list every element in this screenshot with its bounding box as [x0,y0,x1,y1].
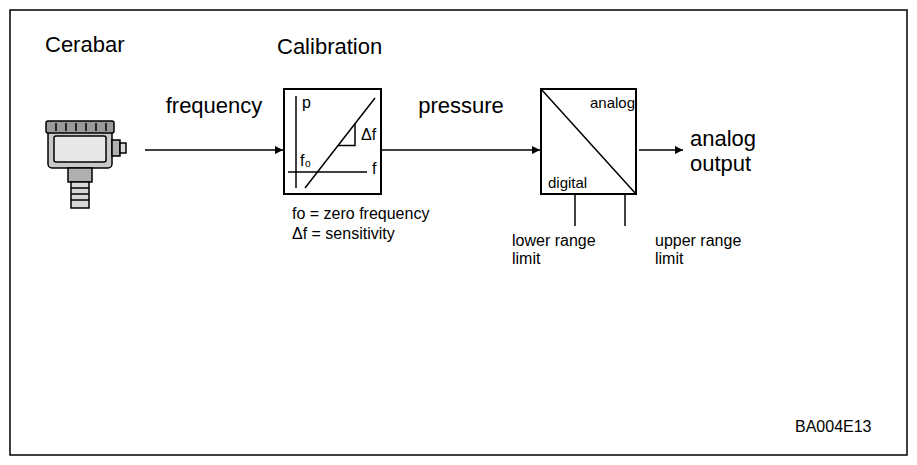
signal-type: analog [590,94,635,111]
sensor-neck [68,168,92,182]
flow-arrow [145,149,283,151]
cable-gland-nut [120,143,126,153]
box-heading: Calibration [277,34,382,59]
pressure-axis [295,96,297,188]
flow-arrow [382,149,540,151]
cover-rib [85,123,87,131]
thread-line [71,199,89,201]
cover-rib [65,123,67,131]
converter-diagonal [541,89,636,194]
frame-border [10,10,907,455]
legend-note: fo = zero frequency [292,205,429,223]
range-label: upper range limit [655,232,750,269]
drawing-number: BA004E13 [795,418,872,436]
leader-line [574,195,576,226]
cover-rib [105,123,107,131]
process-connection [71,182,89,208]
device-node: Cerabar [40,30,145,212]
frequency-axis [288,171,367,173]
cable-gland [112,140,120,156]
legend-note: Δf = sensitivity [292,225,395,243]
device-name: Cerabar [45,32,124,57]
signal-label: pressure [418,93,504,118]
signal-label: frequency [166,93,263,118]
output-arrow [639,149,683,151]
slope-label: Δf [361,126,376,144]
cover-rib [55,123,57,131]
cover-rib [75,123,77,131]
range-label: lower range limit [512,232,607,269]
converter-box: analog digital [540,88,637,195]
output-label: analog output [690,126,790,177]
slope-triangle [338,124,355,146]
housing [48,128,112,168]
axis-label: f [372,160,376,178]
signal-type: digital [548,174,587,191]
cover-rib [95,123,97,131]
cerabar-device [46,121,126,208]
thread-line [71,187,89,189]
housing-window [54,136,106,162]
calibration-box: CalibrationpΔff₀f [283,88,382,195]
axis-label: p [302,94,311,112]
thread-line [71,193,89,195]
leader-line [624,195,626,226]
zero-label: f₀ [300,152,311,170]
housing-cover [46,121,114,133]
